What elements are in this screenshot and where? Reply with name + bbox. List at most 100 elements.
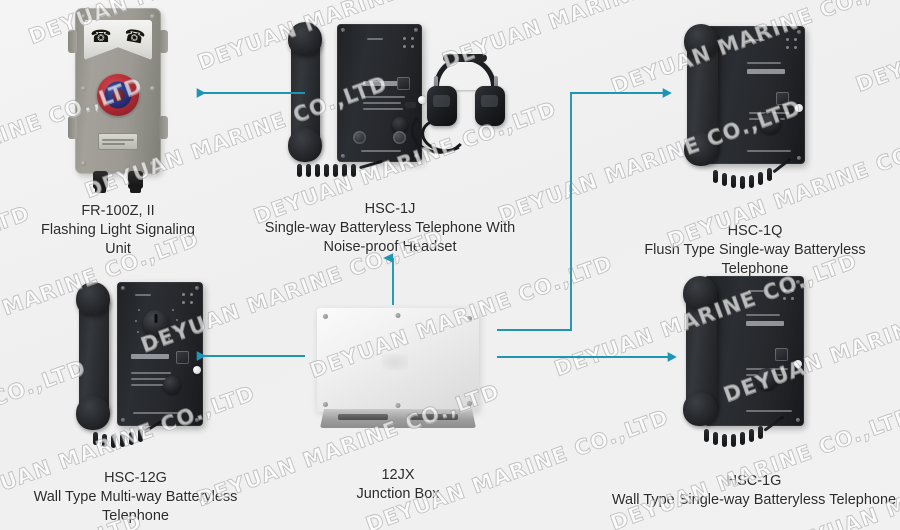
indicator-led [411,45,414,48]
fr-100z-description: Flashing Light Signaling Unit [41,222,195,258]
cord-coil [342,164,347,177]
call-button[interactable] [775,348,788,361]
node-hsc-1q[interactable]: HSC-1Q Flush Type Single-way Batteryless… [610,22,900,279]
headset-head-pad [443,54,487,62]
nameplate-line [102,142,126,145]
cable-entry-slot [408,414,458,420]
side-indicator [794,360,802,368]
screw-icon [150,86,155,91]
cord-coil [128,432,134,445]
multi-way-rotary-selector[interactable] [142,310,169,336]
telephone-panel [704,276,804,426]
handset-earpiece [683,276,717,310]
cord-coil [749,175,754,188]
hsc-1q-description: Flush Type Single-way Batteryless Teleph… [644,242,866,278]
panel-text-line [746,314,780,316]
node-hsc-1j[interactable]: HSC-1J Single-way Batteryless Telephone … [250,20,530,257]
indicator-led [783,297,786,300]
screw-icon [467,401,472,406]
cable-gland [93,171,108,193]
indicator-led [189,301,193,304]
xlr-connector[interactable] [353,131,366,144]
volume-knob[interactable] [756,368,778,390]
call-button[interactable] [776,92,789,105]
handset-cord [293,159,403,180]
telephone-handset[interactable] [288,22,322,162]
volume-knob[interactable] [392,117,408,133]
panel-text-line [363,96,405,98]
beacon-lamp-core [112,89,124,101]
cable-entry-slot [338,414,388,420]
brand-logo [363,81,399,86]
headset-earcup [475,86,505,126]
indicator-led [403,45,406,48]
handset-earpiece [75,282,110,316]
indicator-led [786,38,789,41]
dial-tick [137,309,140,311]
panel-text-line [747,150,791,152]
hsc-1j-description-line2: Noise-proof Headset [323,239,457,256]
cord-coil [731,175,736,188]
indicator-led [189,293,193,296]
panel-text-line [130,372,171,374]
dial-tick [136,331,139,333]
telephone-handset[interactable] [684,24,718,166]
hsc-1j-caption: HSC-1J Single-way Batteryless Telephone … [265,200,515,257]
xlr-connector[interactable] [393,131,406,144]
screw-icon [194,418,199,422]
cord-coil [110,435,116,448]
node-fr-100z[interactable]: ☎ ☎ FR-100Z, II Flashing [28,8,208,259]
signal-hood: ☎ ☎ [84,20,152,60]
panel-text-line [134,294,151,296]
panel-text-line [747,62,781,64]
12jx-description: Junction Box [356,486,440,503]
call-button[interactable] [175,351,189,364]
node-12jx[interactable]: 12JX Junction Box [317,308,479,504]
side-indicator [795,104,803,112]
call-button[interactable] [397,77,410,90]
indicator-led [783,289,786,292]
telephone-handset[interactable] [683,276,717,426]
screw-icon [341,28,345,32]
indicator-led [791,297,794,300]
screw-icon [81,161,86,166]
screw-icon [323,402,328,407]
hsc-12g-model: HSC-12G [104,470,167,486]
node-hsc-1g[interactable]: HSC-1G Wall Type Single-way Batteryless … [608,272,900,510]
beacon-lamp [97,74,139,116]
dial-tick [144,339,147,341]
screw-icon [120,418,125,422]
telephone-panel [116,282,203,426]
side-indicator [192,366,201,374]
cord-coil [713,432,718,445]
cable-gland [128,171,143,193]
screw-icon [467,316,472,321]
volume-knob[interactable] [759,112,781,134]
screw-icon [395,403,401,408]
nameplate [98,133,138,150]
dial-tick [134,320,137,322]
screw-icon [81,86,86,91]
telephone-panel [337,24,426,162]
volume-knob[interactable] [162,376,181,394]
cord-coil [297,164,302,177]
cord-coil [351,164,356,177]
cord-coil [713,170,718,183]
node-hsc-12g[interactable]: HSC-12G Wall Type Multi-way Batteryless … [28,278,243,526]
hsc-1q-model: HSC-1Q [727,223,783,239]
indicator-led [181,301,185,304]
mount-ear [159,116,168,139]
handset-mouthpiece [683,392,717,426]
hsc-1g-caption: HSC-1G Wall Type Single-way Batteryless … [612,472,896,510]
hsc-1j-model: HSC-1J [364,201,416,217]
telephone-handset[interactable] [75,282,110,430]
handset-earpiece [684,24,718,58]
hsc-12g-caption: HSC-12G Wall Type Multi-way Batteryless … [34,469,238,526]
noise-proof-headset[interactable] [405,54,505,166]
fr-100z-caption: FR-100Z, II Flashing Light Signaling Uni… [28,202,208,259]
screw-icon [797,156,801,160]
brand-logo [746,321,784,326]
panel-text-line [130,384,173,386]
screw-icon [150,14,155,19]
